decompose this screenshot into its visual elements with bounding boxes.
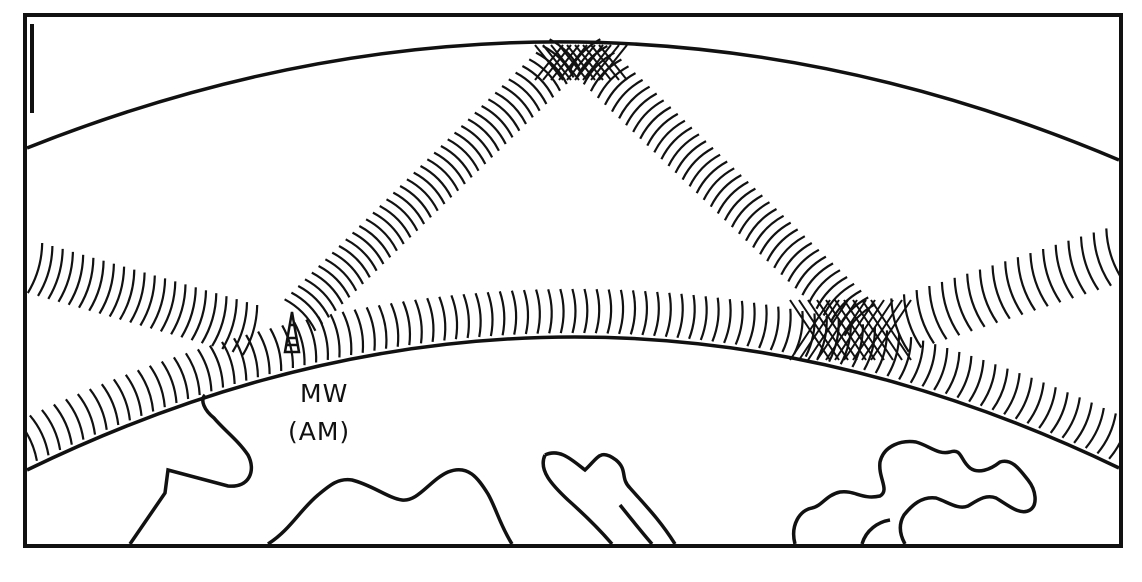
wave-front-stroke (192, 290, 206, 340)
wave-front-stroke (59, 252, 73, 302)
wave-front-stroke (69, 255, 84, 305)
wave-front-stroke (210, 346, 223, 388)
wave-front-stroke (1121, 425, 1140, 465)
wave-front-stroke (246, 335, 258, 377)
wave-front-stroke (331, 314, 340, 357)
wave-front-stroke (608, 290, 612, 334)
wave-front-stroke (38, 246, 52, 296)
wave-front-stroke (677, 294, 682, 338)
wave-front-stroke (306, 320, 316, 363)
wave-front-stroke (140, 276, 154, 326)
wave-front-stroke (415, 300, 422, 344)
wave-front-stroke (171, 284, 185, 334)
land-outline-right (794, 442, 1035, 544)
wave-front-stroke (120, 270, 134, 320)
land-outline-middle (268, 470, 512, 544)
wave-front-stroke (130, 273, 144, 323)
wave-front-stroke (488, 292, 493, 336)
wave-front-stroke (584, 289, 587, 333)
wave-front-stroke (771, 307, 779, 350)
wave-front-stroke (222, 299, 236, 349)
land-outline-peninsula (543, 453, 675, 544)
wave-front-stroke (18, 421, 37, 461)
wave-front-stroke (243, 305, 257, 355)
wave-front-stroke (198, 349, 212, 391)
wave-front-stroke (30, 415, 49, 455)
wave-front-stroke (560, 289, 563, 333)
wave-front-stroke (427, 298, 433, 342)
wave-front-stroke (212, 296, 226, 346)
wave-front-stroke (355, 310, 363, 353)
wave-front-stroke (619, 290, 623, 334)
wave-front-stroke (642, 291, 647, 335)
wave-front-stroke (654, 292, 659, 336)
wave-front-stroke (367, 307, 375, 350)
wave-front-stroke (110, 267, 124, 317)
wave-front-stroke (512, 291, 516, 335)
wave-front-stroke (572, 289, 575, 333)
wave-front-stroke (318, 317, 328, 360)
wave-right (891, 228, 1123, 351)
wave-front-stroke (202, 293, 217, 343)
transmitter-icon (285, 312, 299, 352)
wave-front-stroke (934, 348, 947, 390)
wave-front-stroke (666, 293, 671, 337)
wave-front-stroke (712, 298, 718, 342)
wave-front-stroke (379, 305, 387, 348)
wave-front-stroke (500, 291, 505, 335)
wave-front-stroke (759, 305, 766, 348)
wave-front-stroke (464, 294, 469, 338)
wave-front-stroke (403, 302, 410, 346)
wave-front-stroke (100, 264, 114, 314)
transmitter-label-am: (AM) (288, 417, 350, 446)
wave-front-stroke (181, 287, 195, 337)
wave-front-stroke (6, 427, 25, 467)
sky-wave-downgoing (570, 39, 876, 336)
wave-front-stroke (736, 301, 743, 345)
wave-front-stroke (548, 289, 552, 333)
wave-front-stroke (391, 303, 398, 347)
wave-front-stroke (476, 293, 481, 337)
sky-wave-left (28, 243, 257, 355)
wave-front-stroke (270, 328, 281, 371)
wave-front-stroke (161, 281, 175, 331)
wave-front-stroke (701, 296, 707, 340)
wave-front-stroke (451, 295, 457, 339)
wave-front-stroke (343, 312, 352, 355)
wave-front-stroke (957, 356, 971, 398)
wave-front-stroke (922, 344, 935, 386)
wave-front-stroke (747, 303, 754, 347)
wave-front-stroke (79, 258, 93, 308)
wave-front-stroke (233, 302, 247, 352)
wave-front-stroke (782, 309, 790, 352)
wave-front-stroke (48, 249, 62, 299)
wave-front-stroke (689, 295, 695, 339)
wave-front-stroke (536, 290, 540, 334)
transmitter-label-mw: MW (300, 379, 348, 408)
wave-front-stroke (258, 332, 270, 375)
wave-front-stroke (596, 289, 599, 333)
wave-front-stroke (524, 290, 528, 334)
wave-front-stroke (151, 278, 165, 328)
wave-front-stroke (439, 297, 445, 341)
wave-front-stroke (631, 290, 635, 334)
wave-front-stroke (946, 352, 960, 394)
wave-front-stroke (89, 261, 103, 311)
sky-wave-upgoing (285, 39, 581, 330)
wave-front-stroke (291, 293, 322, 324)
ground-wave (6, 289, 1140, 466)
wave-front-stroke (28, 243, 42, 293)
wave-front-stroke (724, 299, 731, 343)
